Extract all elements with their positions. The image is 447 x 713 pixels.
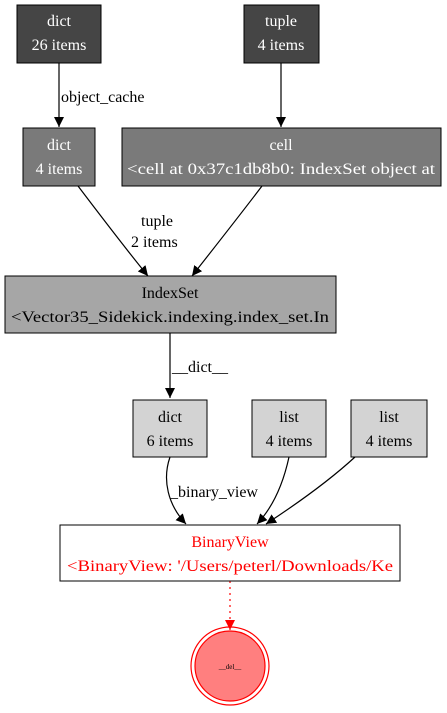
node-dict-4-count: 4 items [36,161,83,178]
node-cell-repr: <cell at 0x37c1db8b0: IndexSet object at [127,161,436,178]
edge-list-a-to-binaryview [256,456,290,525]
edge-label-object-cache: object_cache [61,89,145,106]
edge-label-tuple-line1: tuple [141,213,173,230]
node-list-a-count: 4 items [266,433,313,450]
node-binaryview-repr: <BinaryView: '/Users/peterl/Downloads/Ke [67,558,393,575]
node-list-b-count: 4 items [366,433,413,450]
node-list-4-items-a[interactable]: list 4 items [251,399,327,458]
node-indexset[interactable]: IndexSet <Vector35_Sidekick.indexing.ind… [4,275,337,334]
node-dict-4-items[interactable]: dict 4 items [22,127,96,187]
node-list-a-type: list [279,409,299,426]
edge-label-dict-attr: __dict__ [171,359,229,376]
edge-dict4-to-indexset [77,185,149,277]
node-tuple-count: 4 items [258,37,305,54]
edge-dict6-to-binaryview [165,456,187,525]
node-list-4-items-b[interactable]: list 4 items [350,399,428,458]
node-list-b-type: list [379,409,399,426]
node-dict-6-type: dict [158,409,183,426]
node-del-label: __del__ [218,663,242,671]
node-binaryview[interactable]: BinaryView <BinaryView: '/Users/peterl/D… [59,524,401,582]
node-binaryview-type: BinaryView [191,534,269,551]
node-dict-26-items[interactable]: dict 26 items [16,4,102,64]
node-dict-6-count: 6 items [147,433,194,450]
node-del-target[interactable]: __del__ [190,626,270,706]
node-dict-4-type: dict [47,137,72,154]
node-indexset-repr: <Vector35_Sidekick.indexing.index_set.In [11,309,329,326]
node-tuple-4-items[interactable]: tuple 4 items [243,4,320,64]
node-dict-26-type: dict [47,13,72,30]
edge-label-tuple-line2: 2 items [131,234,178,251]
node-tuple-type: tuple [265,13,297,30]
node-dict-26-count: 26 items [32,37,87,54]
node-dict-6-items[interactable]: dict 6 items [132,399,208,458]
edges [54,63,356,630]
node-cell-type: cell [269,137,293,154]
edge-label-binary-view: _binary_view [169,484,258,501]
edge-cell-to-indexset [191,185,263,277]
edge-list-b-to-binaryview [265,456,356,525]
node-indexset-type: IndexSet [142,285,199,302]
node-cell[interactable]: cell <cell at 0x37c1db8b0: IndexSet obje… [121,127,442,187]
